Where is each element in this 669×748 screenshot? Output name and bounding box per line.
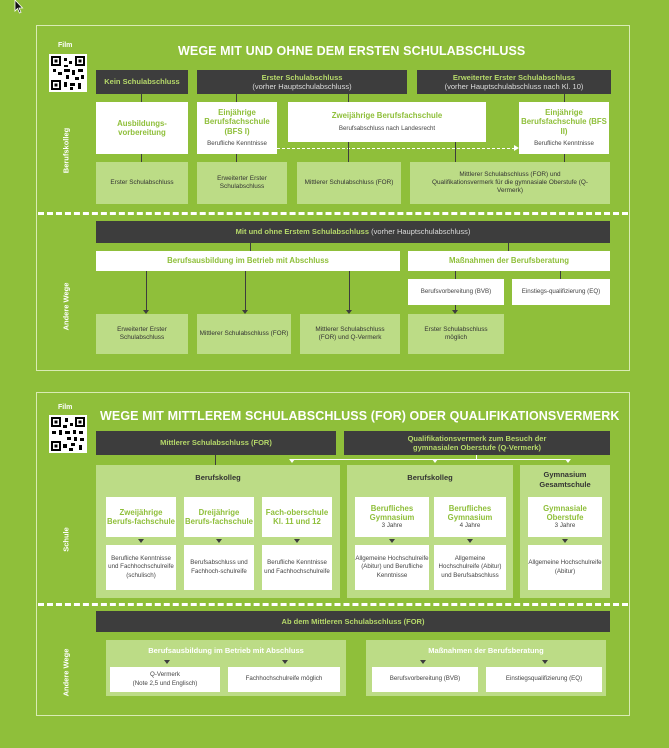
side-label-andere-wege: Andere Wege bbox=[61, 282, 71, 331]
side-label-berufskolleg: Berufskolleg bbox=[61, 127, 71, 174]
section-2-title: WEGE MIT MITTLEREM SCHULABSCHLUSS (FOR) … bbox=[100, 409, 620, 423]
qr-code-icon[interactable] bbox=[49, 415, 87, 453]
section-1-title: WEGE MIT UND OHNE DEM ERSTEN SCHULABSCHL… bbox=[178, 44, 526, 58]
result-dreijaehrige-bfs: Berufsabschluss und Fachhoch-schulreife bbox=[184, 545, 254, 590]
qr-code-icon[interactable] bbox=[49, 54, 87, 92]
bar-mit-und-ohne-erstem: Mit und ohne Erstem Schulabschluss (vorh… bbox=[96, 221, 610, 243]
section-first-school-leaving bbox=[36, 25, 630, 371]
side-label-schule: Schule bbox=[61, 527, 71, 552]
film-label: Film bbox=[58, 42, 73, 49]
header-q-vermerk: Qualifikationsvermerk zum Besuch der gym… bbox=[344, 431, 610, 455]
box-bvb: Berufsvorbereitung (BVB) bbox=[372, 667, 478, 692]
outcome-mittlerer-for: Mittlerer Schulabschluss (FOR) bbox=[297, 162, 401, 204]
side-label-andere-wege: Andere Wege bbox=[61, 648, 71, 697]
divider-1 bbox=[38, 212, 628, 215]
header-erweiterter-erster: Erweiterter Erster Schulabschluss(vorher… bbox=[417, 70, 611, 94]
box-dreijaehrige-bfs: Dreijährige Berufs-fachschule bbox=[184, 497, 254, 537]
box-berufsausbildung: Berufsausbildung im Betrieb mit Abschlus… bbox=[96, 251, 400, 271]
bar-ab-dem-mittleren: Ab dem Mittleren Schulabschluss (FOR) bbox=[96, 611, 610, 632]
other-for-und-q-vermerk: Mittlerer Schulabschluss (FOR) und Q-Ver… bbox=[300, 314, 400, 354]
divider-2 bbox=[38, 603, 628, 606]
box-bvb: Berufsvorbereitung (BVB) bbox=[408, 279, 504, 305]
box-eq: Einstiegsqualifizierung (EQ) bbox=[486, 667, 602, 692]
cursor-icon bbox=[14, 0, 24, 14]
box-zweijaehrige-bfs: Zweijährige Berufs-fachschule bbox=[106, 497, 176, 537]
outcome-erweiterter-erster: Erweiterter Erster Schulabschluss bbox=[197, 162, 287, 204]
box-eq: Einstiegs-qualifizierung (EQ) bbox=[512, 279, 610, 305]
other-erweiterter-erster: Erweiterter Erster Schulabschluss bbox=[96, 314, 188, 354]
box-fachoberschule: Fach-oberschule Kl. 11 und 12 bbox=[262, 497, 332, 537]
box-q-vermerk: Q-Vermerk(Note 2,5 und Englisch) bbox=[110, 667, 220, 692]
box-massnahmen: Maßnahmen der Berufsberatung bbox=[408, 251, 610, 271]
header-mittlerer-schulabschluss: Mittlerer Schulabschluss (FOR) bbox=[96, 431, 336, 455]
header-kein-schulabschluss: Kein Schulabschluss bbox=[96, 70, 188, 94]
result-gymnasiale-oberstufe: Allgemeine Hochschulreife (Abitur) bbox=[528, 545, 602, 590]
box-bfs-2: Einjährige Berufsfachschule (BFS II)Beru… bbox=[519, 102, 609, 154]
result-berufliches-gymnasium-4: Allgemeine Hochschulreife (Abitur) und B… bbox=[434, 545, 506, 590]
box-fachhochschulreife: Fachhochschulreife möglich bbox=[228, 667, 340, 692]
outcome-erster-schulabschluss: Erster Schulabschluss bbox=[96, 162, 188, 204]
outcome-for-und-q-vermerk: Mittlerer Schulabschluss (FOR) und Quali… bbox=[410, 162, 610, 204]
other-mittlerer-for: Mittlerer Schulabschluss (FOR) bbox=[197, 314, 291, 354]
film-label: Film bbox=[58, 404, 73, 411]
result-zweijaehrige-bfs: Berufliche Kenntnisse und Fachhochschulr… bbox=[106, 545, 176, 590]
box-ausbildungsvorbereitung: Ausbildungs-vorbereitung bbox=[96, 102, 188, 154]
result-berufliches-gymnasium-3: Allgemeine Hochschulreife (Abitur) und B… bbox=[355, 545, 429, 590]
section-mittlerer-abschluss bbox=[36, 392, 630, 716]
header-erster-schulabschluss: Erster Schulabschluss(vorher Hauptschula… bbox=[197, 70, 407, 94]
result-fachoberschule: Berufliche Kenntnisse und Fachhochschulr… bbox=[262, 545, 332, 590]
box-bfs-1: Einjährige Berufsfachschule (BFS I)Beruf… bbox=[197, 102, 277, 154]
other-erster-moeglich: Erster Schulabschluss möglich bbox=[408, 314, 504, 354]
